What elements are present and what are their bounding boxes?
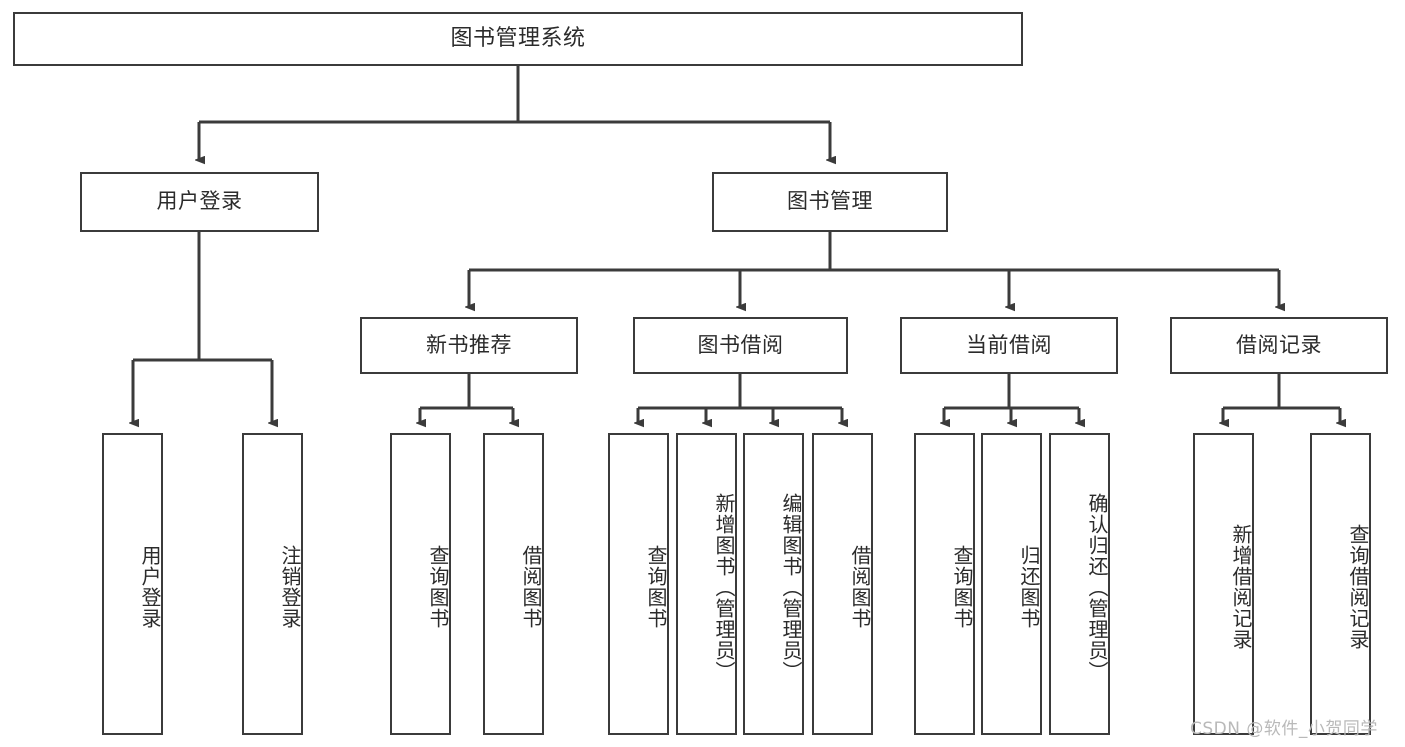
node-label: 当前借阅 <box>966 332 1052 357</box>
node-label: 借阅图书 <box>519 545 543 629</box>
node-label: 查询借阅记录 <box>1346 524 1370 650</box>
node-label: 查询图书 <box>426 545 450 629</box>
node-borrow-record[interactable]: 借阅记录 <box>1170 317 1388 374</box>
node-label: 借阅图书 <box>848 545 872 629</box>
leaf-add-book-admin[interactable]: 新增图书（管理员） <box>676 433 737 735</box>
node-label: 新增借阅记录 <box>1229 524 1253 650</box>
node-label: 新书推荐 <box>426 332 512 357</box>
node-book-manage[interactable]: 图书管理 <box>712 172 948 232</box>
node-label: 注销登录 <box>278 545 302 629</box>
leaf-query-book-current[interactable]: 查询图书 <box>914 433 975 735</box>
leaf-query-book-borrow[interactable]: 查询图书 <box>608 433 669 735</box>
node-label: 编辑图书（管理员） <box>779 492 803 682</box>
node-book-borrow[interactable]: 图书借阅 <box>633 317 848 374</box>
node-label: 查询图书 <box>950 545 974 629</box>
node-new-book-recommend[interactable]: 新书推荐 <box>360 317 578 374</box>
node-current-borrow[interactable]: 当前借阅 <box>900 317 1118 374</box>
leaf-borrow-book-recommend[interactable]: 借阅图书 <box>483 433 544 735</box>
node-user-login[interactable]: 用户登录 <box>80 172 319 232</box>
leaf-confirm-return-admin[interactable]: 确认归还（管理员） <box>1049 433 1110 735</box>
node-label: 图书管理系统 <box>450 25 586 51</box>
leaf-query-borrow-record[interactable]: 查询借阅记录 <box>1310 433 1371 735</box>
leaf-add-borrow-record[interactable]: 新增借阅记录 <box>1193 433 1254 735</box>
leaf-user-login[interactable]: 用户登录 <box>102 433 163 735</box>
node-label: 用户登录 <box>156 189 243 214</box>
node-label: 图书借阅 <box>697 332 784 357</box>
leaf-logout-login[interactable]: 注销登录 <box>242 433 303 735</box>
leaf-edit-book-admin[interactable]: 编辑图书（管理员） <box>743 433 804 735</box>
leaf-return-book[interactable]: 归还图书 <box>981 433 1042 735</box>
node-label: 图书管理 <box>787 189 873 214</box>
node-label: 用户登录 <box>138 545 162 629</box>
leaf-borrow-book[interactable]: 借阅图书 <box>812 433 873 735</box>
leaf-query-book-recommend[interactable]: 查询图书 <box>390 433 451 735</box>
node-label: 借阅记录 <box>1236 332 1322 357</box>
node-label: 确认归还（管理员） <box>1085 492 1109 682</box>
node-label: 归还图书 <box>1017 545 1041 629</box>
csdn-watermark: CSDN @软件_小贺同学 <box>1190 719 1378 739</box>
node-label: 查询图书 <box>644 545 668 629</box>
node-label: 新增图书（管理员） <box>712 492 736 682</box>
node-root-system[interactable]: 图书管理系统 <box>13 12 1023 66</box>
